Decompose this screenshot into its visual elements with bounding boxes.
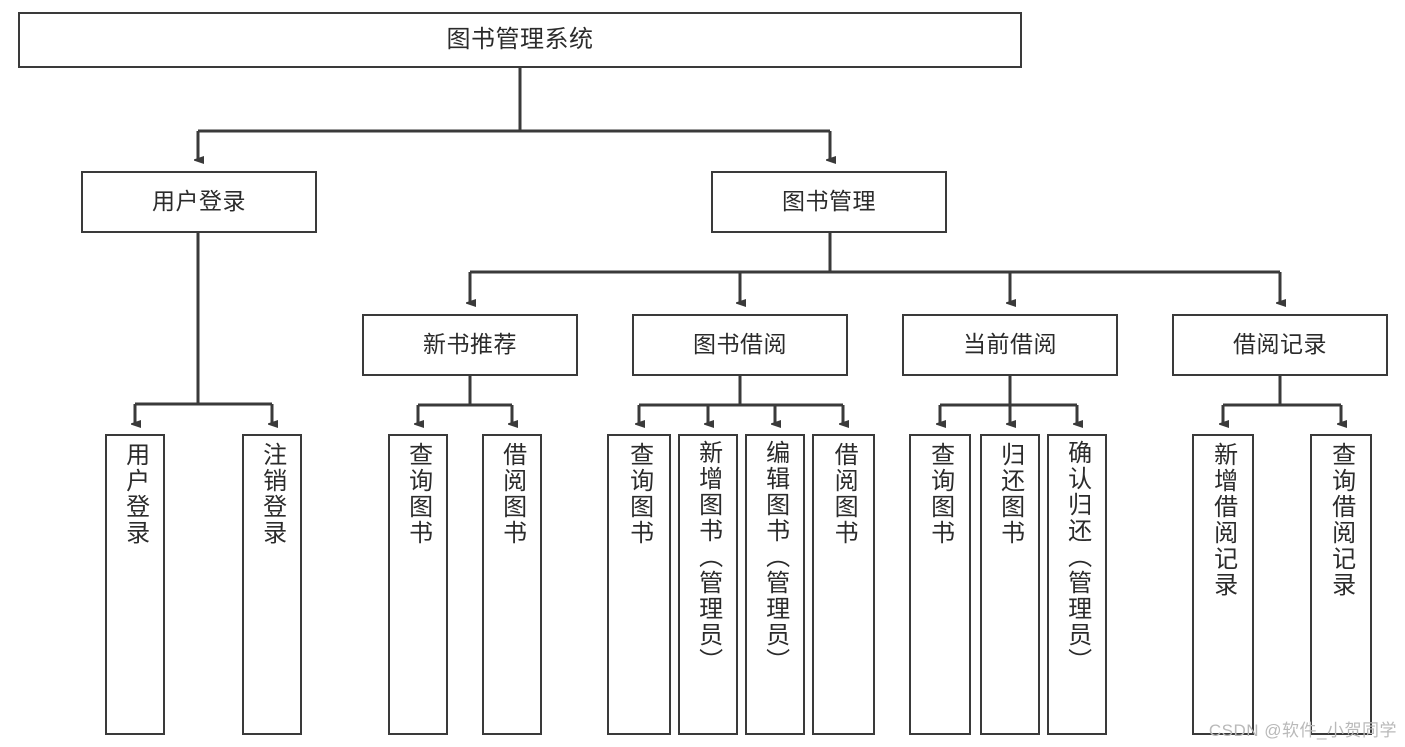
- leaf-query-book-recommend[interactable]: 查询图书: [388, 434, 448, 735]
- leaf-add-book-admin[interactable]: 新增图书（管理员）: [678, 434, 738, 735]
- node-user-login[interactable]: 用户登录: [81, 171, 317, 233]
- leaf-label: 查询图书: [926, 442, 954, 546]
- node-current-borrow-label: 当前借阅: [963, 331, 1057, 358]
- node-root[interactable]: 图书管理系统: [18, 12, 1022, 68]
- leaf-add-borrow-record[interactable]: 新增借阅记录: [1192, 434, 1254, 735]
- leaf-label: 归还图书: [996, 442, 1024, 546]
- node-book-management-label: 图书管理: [782, 188, 876, 215]
- leaf-label: 编辑图书（管理员）: [761, 440, 789, 674]
- leaf-label: 查询图书: [404, 442, 432, 546]
- leaf-label: 新增图书（管理员）: [694, 440, 722, 674]
- csdn-watermark: CSDN @软件_小贺同学: [1208, 721, 1397, 740]
- leaf-query-book-current[interactable]: 查询图书: [909, 434, 971, 735]
- leaf-label: 借阅图书: [498, 442, 526, 546]
- node-book-borrow[interactable]: 图书借阅: [632, 314, 848, 376]
- node-user-login-label: 用户登录: [152, 188, 246, 215]
- leaf-user-login[interactable]: 用户登录: [105, 434, 165, 735]
- node-new-book-recommend-label: 新书推荐: [423, 331, 517, 358]
- leaf-logout-login[interactable]: 注销登录: [242, 434, 302, 735]
- leaf-borrow-book[interactable]: 借阅图书: [812, 434, 875, 735]
- leaf-label: 查询借阅记录: [1327, 442, 1355, 598]
- node-current-borrow[interactable]: 当前借阅: [902, 314, 1118, 376]
- node-book-management[interactable]: 图书管理: [711, 171, 947, 233]
- leaf-borrow-book-recommend[interactable]: 借阅图书: [482, 434, 542, 735]
- node-new-book-recommend[interactable]: 新书推荐: [362, 314, 578, 376]
- leaf-label: 确认归还（管理员）: [1063, 440, 1091, 674]
- node-borrow-records-label: 借阅记录: [1233, 331, 1327, 358]
- leaf-label: 用户登录: [121, 442, 149, 546]
- leaf-edit-book-admin[interactable]: 编辑图书（管理员）: [745, 434, 805, 735]
- node-borrow-records[interactable]: 借阅记录: [1172, 314, 1388, 376]
- leaf-return-book[interactable]: 归还图书: [980, 434, 1040, 735]
- leaf-query-borrow-record[interactable]: 查询借阅记录: [1310, 434, 1372, 735]
- leaf-query-book-borrow[interactable]: 查询图书: [607, 434, 671, 735]
- leaf-confirm-return-admin[interactable]: 确认归还（管理员）: [1047, 434, 1107, 735]
- leaf-label: 新增借阅记录: [1209, 442, 1237, 598]
- leaf-label: 借阅图书: [830, 442, 858, 546]
- node-root-label: 图书管理系统: [446, 25, 594, 53]
- leaf-label: 查询图书: [625, 442, 653, 546]
- node-book-borrow-label: 图书借阅: [693, 331, 787, 358]
- leaf-label: 注销登录: [258, 442, 286, 546]
